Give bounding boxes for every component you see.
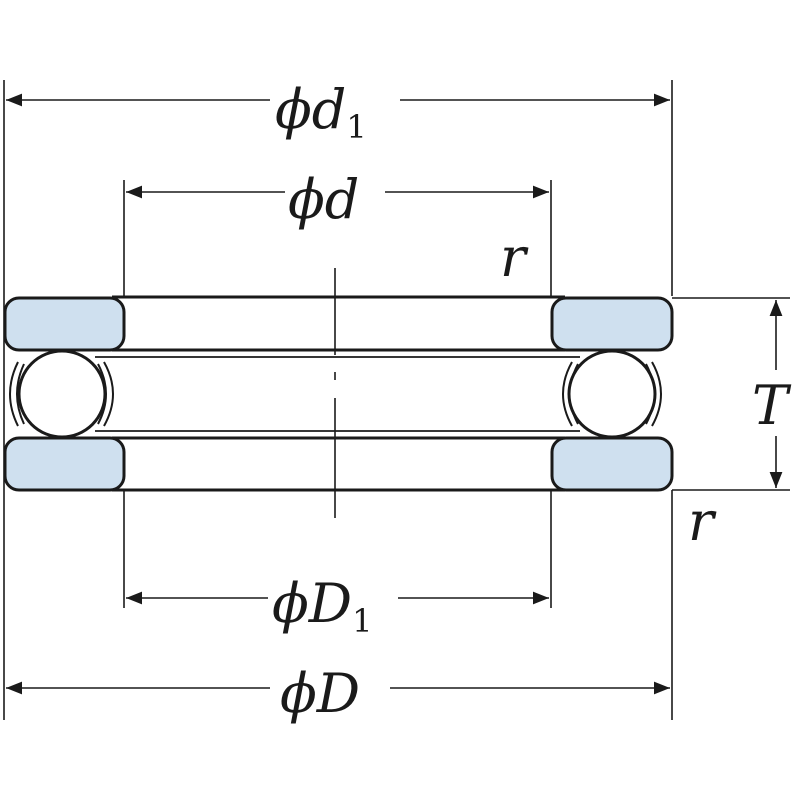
balls — [17, 349, 657, 439]
housing-washer-left-section — [3, 436, 126, 492]
label-outside-diameter: ϕD — [280, 662, 360, 725]
cage-left-inner — [103, 361, 114, 427]
extension-lines — [3, 80, 790, 720]
cage-left-outer-inner — [16, 363, 25, 425]
cage-right-outer — [651, 361, 662, 427]
washers — [3, 296, 674, 492]
label-chamfer-bottom: r — [688, 490, 717, 553]
cage-left-outer — [9, 361, 19, 427]
ball-left — [17, 349, 107, 439]
ball-right — [567, 349, 657, 439]
shaft-washer-left-section — [3, 296, 126, 352]
housing-washer-right-section — [550, 436, 674, 492]
cage-right-inner — [562, 361, 573, 427]
shaft-washer-right-section — [550, 296, 674, 352]
label-height: T — [752, 374, 792, 437]
labels: ϕd1 ϕd ϕD1 ϕD T r r — [272, 78, 792, 725]
label-chamfer-top: r — [500, 226, 529, 289]
washer-body-lines — [95, 295, 580, 492]
label-bore-diameter: ϕd — [288, 168, 359, 231]
dimension-lines — [6, 93, 783, 695]
label-outer-washer-diameter: ϕd1 — [275, 78, 367, 146]
label-housing-washer-bore: ϕD1 — [272, 572, 372, 640]
